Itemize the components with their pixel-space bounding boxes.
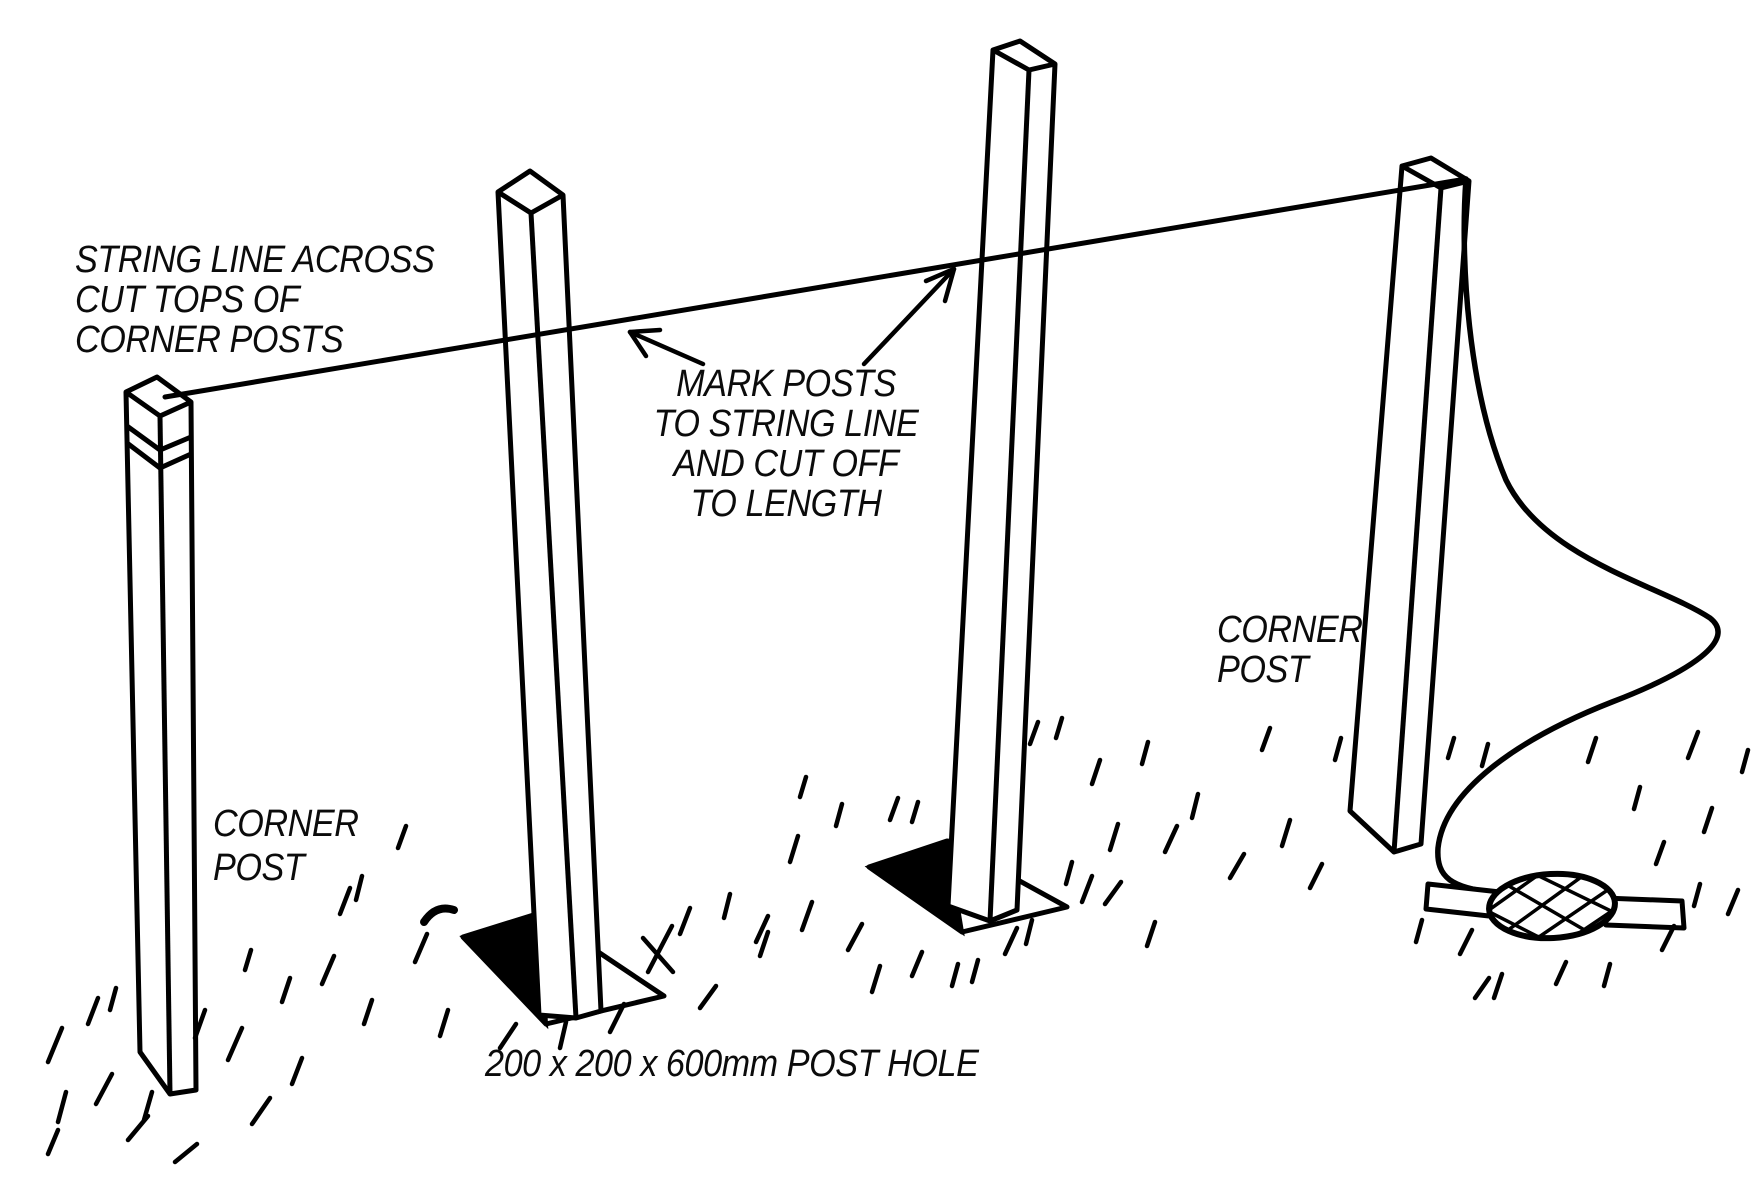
corner-post-left-line2: POST xyxy=(213,847,305,889)
string-line-label-line3: CORNER POSTS xyxy=(75,319,344,361)
corner-post-label-right: CORNER POST xyxy=(1217,610,1363,690)
corner-post-right-line2: POST xyxy=(1217,649,1309,691)
reel-crosshatch xyxy=(1487,870,1617,942)
corner-post-left-graphic xyxy=(123,374,199,1097)
string-line-label: STRING LINE ACROSS CUT TOPS OF CORNER PO… xyxy=(75,239,435,361)
string-line-label-line1: STRING LINE ACROSS xyxy=(75,239,435,281)
grass-texture xyxy=(45,715,1751,1165)
corner-post-left-line1: CORNER xyxy=(213,803,359,845)
cut-mark-graphic xyxy=(125,423,193,471)
string-line-label-line2: CUT TOPS OF xyxy=(75,279,300,321)
string-line-graphic xyxy=(162,176,1469,400)
mark-posts-label-line3: AND CUT OFF xyxy=(673,443,899,485)
corner-post-right-graphic xyxy=(1347,155,1472,855)
leader-arrow-left xyxy=(627,327,706,367)
mark-posts-label: MARK POSTS TO STRING LINE AND CUT OFF TO… xyxy=(624,364,948,524)
leader-arrow-right xyxy=(861,266,957,367)
mark-posts-label-line4: TO LENGTH xyxy=(690,483,882,525)
line-post-2-graphic xyxy=(495,168,604,1021)
line-post-3-graphic xyxy=(945,38,1058,924)
post-hole-label: 200 x 200 x 600mm POST HOLE xyxy=(485,1043,979,1085)
corner-post-label-left: CORNER POST xyxy=(213,802,359,890)
string-curve-graphic xyxy=(1435,176,1721,896)
mark-posts-label-line2: TO STRING LINE xyxy=(653,403,919,445)
mark-posts-label-line1: MARK POSTS xyxy=(676,363,896,405)
corner-post-right-line1: CORNER xyxy=(1217,609,1363,651)
string-reel-graphic xyxy=(1423,870,1687,942)
